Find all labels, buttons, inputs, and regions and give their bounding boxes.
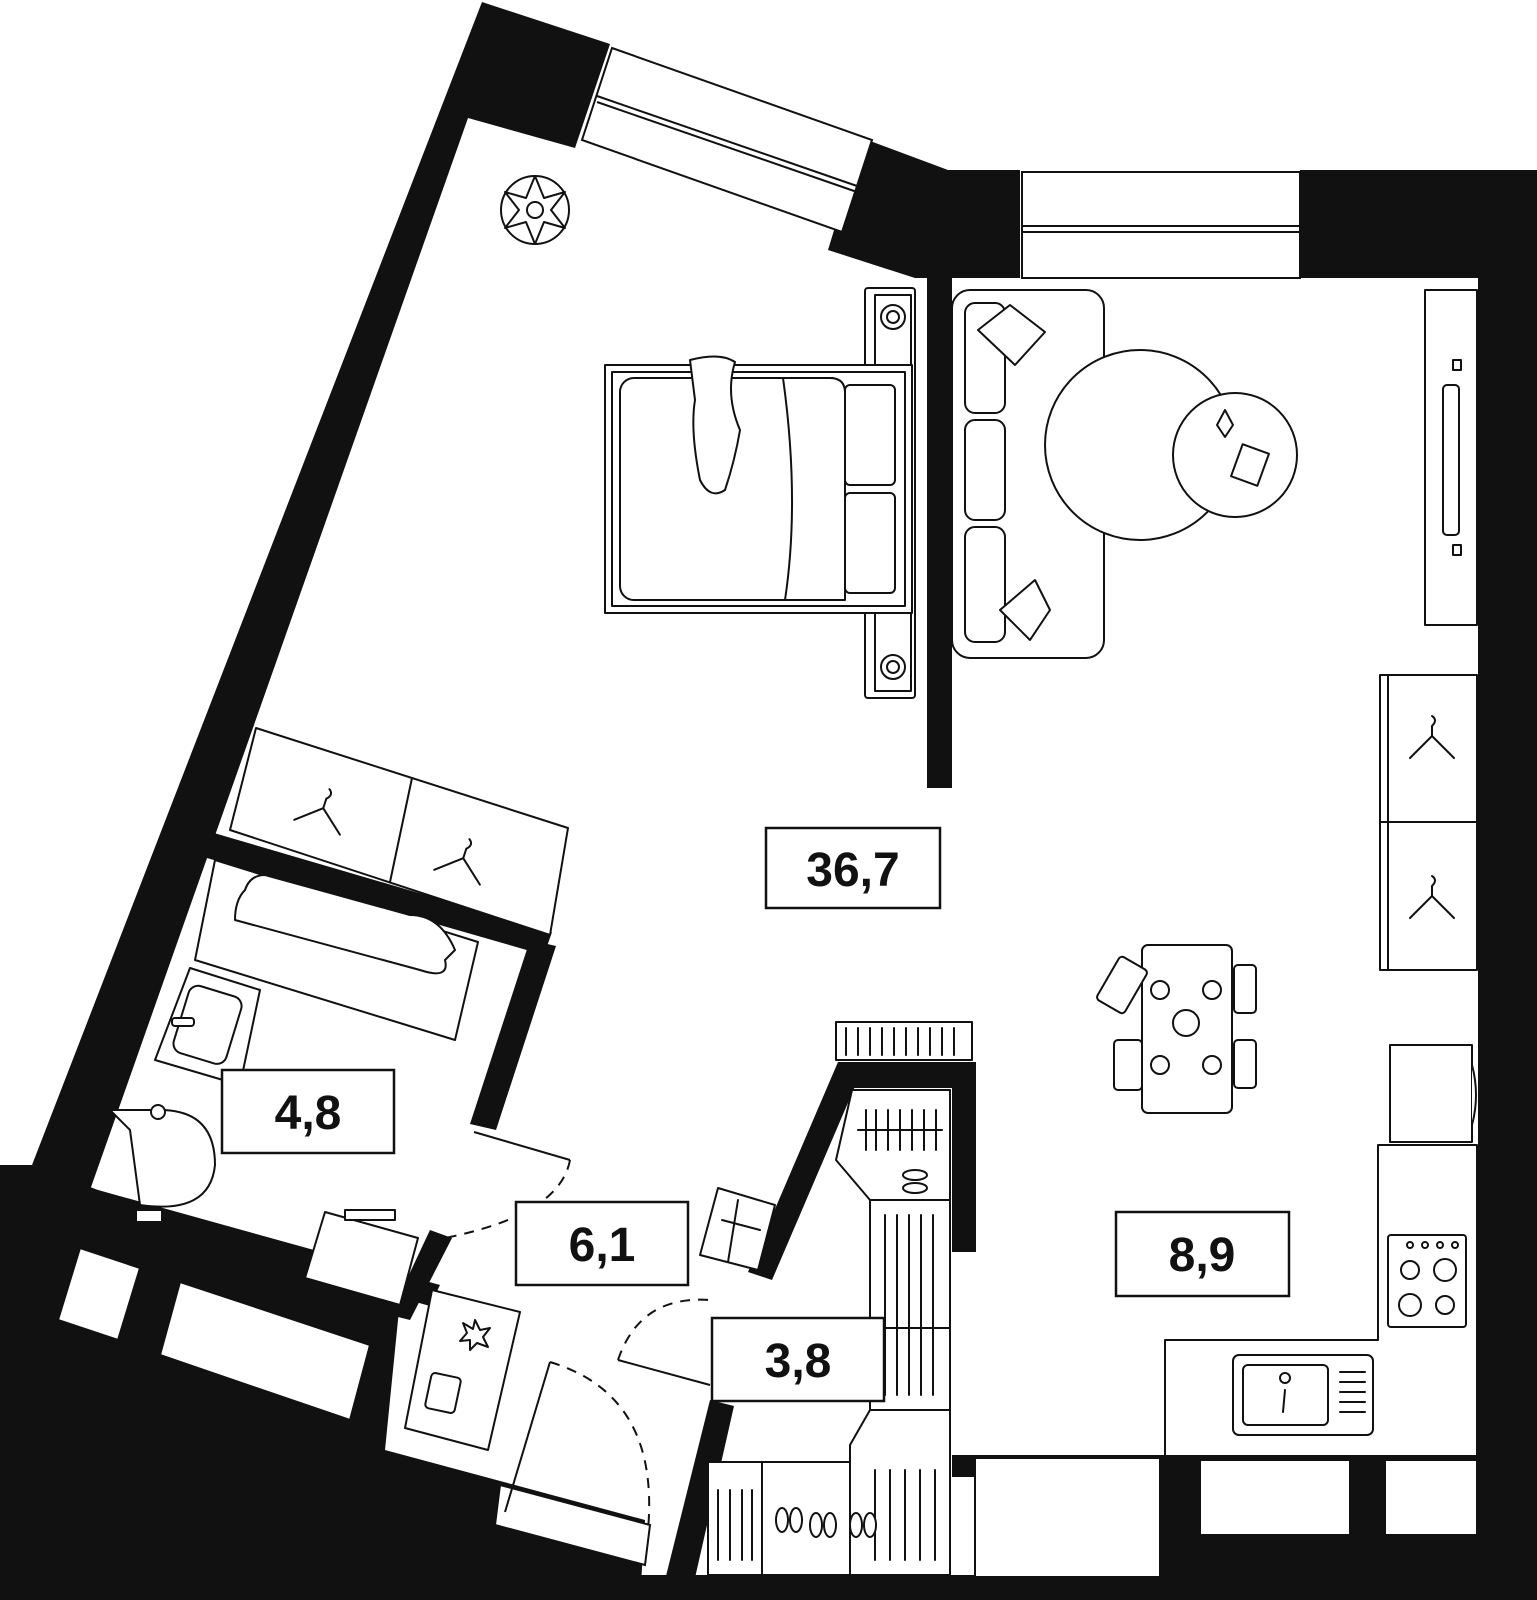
area-value-bathroom: 4,8 [275,1087,342,1140]
window-bottom-left-1 [56,1246,142,1342]
shoe-rack [707,1461,877,1576]
round-table-icon [1044,349,1298,541]
area-label-living: 36,7 [764,826,942,910]
plant-icon [459,1319,491,1351]
area-value-hallway: 6,1 [569,1219,636,1272]
area-value-wardrobe: 3,8 [765,1335,832,1388]
sink-icon [154,967,261,1086]
tv-icon [1424,289,1478,626]
wardrobe-right-wall [952,1062,976,1252]
dining-table-icon [1096,944,1257,1114]
doormat [699,1187,776,1271]
living-partition-wall [927,272,952,788]
bathroom-top-wall [190,826,552,955]
console-table [404,1289,521,1451]
entry-door [504,1361,551,1513]
windows [56,46,1478,1578]
kitchen-sink-icon [1232,1354,1374,1436]
bathroom-door [473,1131,571,1161]
left-outer-wall [32,2,610,1190]
area-value-living: 36,7 [806,844,899,897]
fridge-icon [1389,1044,1477,1143]
bed-icon [604,287,916,699]
hanger-icon [433,838,481,886]
top-wall-segment [828,138,1020,278]
shoes-icon [902,1169,928,1194]
bathroom-right-wall [470,940,556,1130]
area-label-bathroom: 4,8 [220,1068,396,1155]
bath-lower-wall [390,1230,452,1320]
wardrobe-door [617,1359,711,1386]
closet-left [229,727,569,936]
plant-icon [500,175,570,245]
toilet-icon [109,1104,216,1223]
bathtub-icon [194,859,479,1041]
washing-machine-icon [304,1209,419,1306]
hanger-icon [1409,715,1455,759]
hanger-icon [1409,875,1455,919]
stove-icon [1387,1234,1467,1328]
shoes-icon [775,1507,877,1538]
entry-bottom-wall [640,1400,734,1600]
closet-right [1379,674,1478,971]
area-label-kitchen: 8,9 [1114,1210,1291,1298]
hanger-icon [293,788,341,836]
window-bottom-3 [1384,1459,1478,1536]
closet-shelf [835,1021,973,1061]
sofa-icon [951,289,1105,659]
window-bottom-2 [1199,1459,1351,1536]
wardrobe-left-wall [748,1062,862,1280]
area-value-kitchen: 8,9 [1169,1229,1236,1282]
area-label-hallway: 6,1 [514,1200,690,1287]
area-label-wardrobe: 3,8 [710,1316,886,1403]
window-entry [493,1483,652,1567]
window-bottom-1 [974,1457,1161,1578]
window-bottom-left-2 [158,1280,372,1422]
